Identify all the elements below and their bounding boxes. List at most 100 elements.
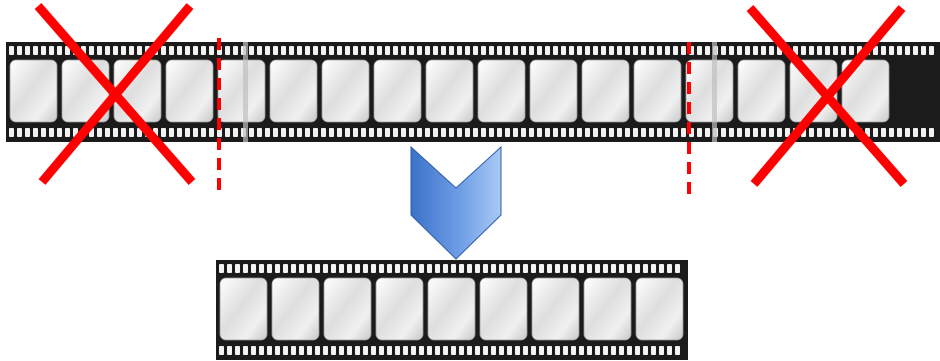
sprocket-hole [497,46,502,55]
sprocket-hole [905,128,910,137]
sprocket-hole [585,46,590,55]
sprocket-hole [593,128,598,137]
sprocket-hole [515,264,520,273]
sprocket-hole [355,264,360,273]
sprocket-hole [307,346,312,355]
sprocket-hole [9,128,14,137]
film-frame [738,60,785,122]
sprocket-hole [833,128,838,137]
sprocket-hole [329,46,334,55]
sprocket-hole [441,128,446,137]
film-frame [428,278,475,340]
sprocket-hole [49,128,54,137]
sprocket-hole [761,46,766,55]
sprocket-hole [185,128,190,137]
sprocket-hole [113,46,118,55]
sprocket-hole [219,346,224,355]
sprocket-hole [753,46,758,55]
sprocket-hole [401,128,406,137]
sprocket-hole [129,46,134,55]
sprocket-hole [249,46,254,55]
sprocket-hole [601,46,606,55]
sprocket-hole [291,346,296,355]
sprocket-hole [339,264,344,273]
sprocket-hole [753,128,758,137]
sprocket-hole [897,128,902,137]
sprocket-hole [257,46,262,55]
film-frame [10,60,57,122]
sprocket-hole [323,346,328,355]
sprocket-hole [673,128,678,137]
sprocket-hole [403,346,408,355]
sprocket-hole [409,128,414,137]
sprocket-hole [377,46,382,55]
sprocket-hole [505,46,510,55]
film-frame [636,278,683,340]
sprocket-hole [881,46,886,55]
sprocket-hole [881,128,886,137]
sprocket-hole [577,128,582,137]
sprocket-hole [251,264,256,273]
film-frame [532,278,579,340]
sprocket-hole [193,128,198,137]
sprocket-hole [905,46,910,55]
sprocket-hole [547,264,552,273]
sprocket-hole [345,128,350,137]
sprocket-hole [297,46,302,55]
sprocket-hole [345,46,350,55]
sprocket-hole [419,264,424,273]
sprocket-hole [427,346,432,355]
sprocket-hole [105,46,110,55]
sprocket-hole [579,346,584,355]
sprocket-hole [465,128,470,137]
sprocket-hole [539,264,544,273]
sprocket-hole [641,128,646,137]
sprocket-hole [121,128,126,137]
sprocket-hole [315,264,320,273]
sprocket-hole [641,46,646,55]
sprocket-hole [433,128,438,137]
sprocket-hole [585,128,590,137]
sprocket-hole [489,128,494,137]
sprocket-hole [873,128,878,137]
sprocket-hole [619,346,624,355]
sprocket-hole [273,128,278,137]
sprocket-hole [97,128,102,137]
sprocket-hole [675,346,680,355]
sprocket-hole [331,346,336,355]
film-frame [272,278,319,340]
sprocket-hole [499,264,504,273]
sprocket-hole [603,346,608,355]
sprocket-hole [849,46,854,55]
sprocket-hole [25,46,30,55]
sprocket-hole [441,46,446,55]
sprocket-hole [587,264,592,273]
sprocket-hole [33,46,38,55]
sprocket-hole [369,128,374,137]
sprocket-hole [553,128,558,137]
sprocket-hole [361,46,366,55]
sprocket-hole [521,128,526,137]
sprocket-hole [483,264,488,273]
sprocket-hole [267,346,272,355]
sprocket-hole [545,128,550,137]
sprocket-hole [379,264,384,273]
sprocket-hole [657,46,662,55]
film-frame [584,278,631,340]
sprocket-hole [409,46,414,55]
sprocket-hole [57,46,62,55]
sprocket-hole [649,128,654,137]
sprocket-hole [627,346,632,355]
sprocket-hole [177,128,182,137]
sprocket-hole [169,128,174,137]
film-strip-trimmed [216,260,688,360]
sprocket-hole [697,128,702,137]
sprocket-hole [633,128,638,137]
sprocket-hole [97,46,102,55]
sprocket-hole [473,128,478,137]
sprocket-hole [411,264,416,273]
sprocket-hole [41,46,46,55]
sprocket-hole [571,264,576,273]
sprocket-hole [417,46,422,55]
